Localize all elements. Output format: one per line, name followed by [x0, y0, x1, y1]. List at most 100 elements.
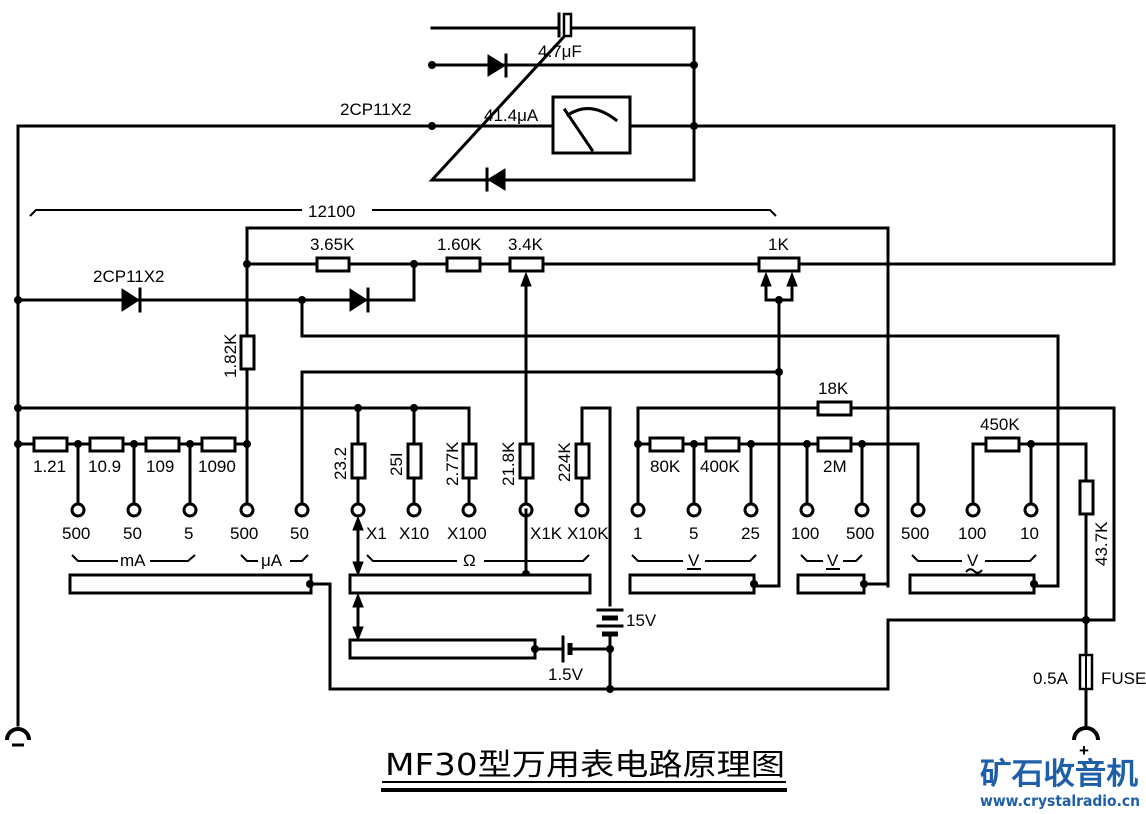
watermark: 矿石收音机 www.crystalradio.cn	[980, 757, 1140, 810]
junction-dot	[14, 404, 22, 412]
positive-probe-jack-icon[interactable]	[1072, 726, 1100, 741]
network-wire	[300, 370, 781, 505]
terminal-ua-500[interactable]	[239, 502, 255, 518]
resistor-400k	[704, 436, 741, 453]
terminal-dcv-5[interactable]	[686, 502, 702, 518]
switch-contact-acv[interactable]	[908, 573, 1036, 595]
negative-probe-jack-icon[interactable]	[5, 727, 31, 741]
terminal-label: 5	[689, 524, 698, 543]
terminal-acv-500[interactable]	[910, 502, 926, 518]
junction-dot	[775, 368, 783, 376]
unit-label-ohm: Ω	[463, 551, 476, 570]
switch-contact-dcv-high[interactable]	[796, 573, 866, 595]
resistor-80k	[648, 436, 685, 453]
junction-dot	[428, 61, 436, 69]
arrow-up-icon	[352, 515, 364, 531]
dcv-high: 2M 100 500 V	[791, 436, 920, 595]
terminal-acv-100[interactable]	[965, 502, 981, 518]
terminal-ma-50[interactable]	[126, 502, 142, 518]
diode-icon	[121, 288, 140, 312]
junction-dot	[14, 296, 22, 304]
diode-icon	[349, 288, 368, 312]
terminal-dcv-1[interactable]	[630, 502, 646, 518]
terminal-ohm-x100[interactable]	[461, 502, 477, 518]
resistor-450k-label: 450K	[980, 415, 1020, 434]
range-bracket	[71, 554, 196, 562]
return-wire	[308, 406, 1116, 691]
terminal-label: 5	[184, 524, 193, 543]
terminal-label: X100	[447, 524, 487, 543]
unit-label-ma: mA	[120, 551, 146, 570]
ac-symbol-icon	[965, 568, 983, 574]
meter-frame	[428, 26, 696, 182]
terminal-ohm-x1[interactable]	[350, 502, 366, 518]
meter-scale-arc	[565, 107, 619, 123]
potentiometer-1k[interactable]	[757, 256, 801, 273]
meter-block: 4.7μF 41.4μA 2CP11X2	[16, 12, 1116, 192]
wiper-arrow-icon	[520, 271, 532, 287]
dcv-wire	[886, 442, 920, 505]
terminal-label: 1	[633, 524, 642, 543]
range-bracket	[631, 554, 757, 562]
bracket-line	[29, 209, 777, 217]
junction-dot	[634, 440, 642, 448]
switch-contact-dcv-low[interactable]	[628, 573, 756, 595]
switch-contact-current[interactable]	[68, 573, 313, 595]
terminal-label: 100	[791, 524, 819, 543]
acv-wire	[971, 442, 988, 505]
shunt-resistor	[144, 436, 181, 453]
resistor-1-82k	[239, 334, 256, 371]
dcv-low: 18K 80K 400K 1 5 25 V	[628, 379, 890, 595]
resistor-2m-label: 2M	[823, 457, 847, 476]
meter-movement-label: 41.4μA	[484, 106, 539, 125]
watermark-url[interactable]: www.crystalradio.cn	[980, 792, 1140, 810]
terminal-dcv-500[interactable]	[854, 502, 870, 518]
terminal-dcv-100[interactable]	[799, 502, 815, 518]
terminal-acv-10[interactable]	[1023, 502, 1039, 518]
switch-contact-ohm[interactable]	[348, 573, 592, 595]
battery-high-label: 15V	[626, 611, 657, 630]
terminal-dcv-25[interactable]	[743, 502, 759, 518]
unit-label-dcv-high: V	[827, 551, 839, 570]
resistor-18k	[816, 400, 853, 417]
ohm-resistor-label: 23.2	[331, 447, 350, 480]
terminal-ma-500[interactable]	[70, 502, 86, 518]
terminal-label: 25	[741, 524, 760, 543]
unit-label-acv: V	[967, 551, 979, 570]
ohm-resistor	[350, 442, 367, 480]
shunt-resistor	[200, 436, 237, 453]
ohm-resistor-label: 21.8K	[499, 441, 518, 486]
terminal-label: 10	[1020, 524, 1039, 543]
total-resistance-bracket: 12100	[29, 202, 777, 221]
ohm-resistor	[574, 442, 591, 480]
battery-low-label: 1.5V	[548, 665, 584, 684]
dcv-wire	[636, 406, 820, 505]
terminal-ua-50[interactable]	[294, 502, 310, 518]
potentiometer-3-4k[interactable]	[508, 256, 545, 273]
switch-contact-battery[interactable]	[348, 638, 537, 660]
meter-diodes-label: 2CP11X2	[340, 100, 412, 119]
shunt-label: 10.9	[88, 457, 121, 476]
unit-label-ua: μA	[261, 551, 283, 570]
ohm-range: 23.2 25I 2.77K 21.8K 224K X1 X10 X100 X1…	[331, 406, 657, 693]
terminal-ohm-x10[interactable]	[406, 502, 422, 518]
ohm-resistor-label: 25I	[387, 452, 406, 476]
junction-dot	[690, 122, 698, 130]
network-wire	[300, 298, 1060, 588]
resistor-3-65k-label: 3.65K	[310, 235, 355, 254]
terminal-label: 100	[958, 524, 986, 543]
wiper-arrow-icon	[760, 271, 772, 287]
resistor-18k-label: 18K	[818, 379, 849, 398]
terminal-label: 500	[846, 524, 874, 543]
resistor-400k-label: 400K	[700, 457, 740, 476]
resistor-1-82k-label: 1.82K	[221, 333, 240, 378]
potentiometer-1k-label: 1K	[768, 235, 789, 254]
range-bracket	[366, 554, 590, 562]
resistor-1-60k-label: 1.60K	[437, 235, 482, 254]
shunt-resistor	[88, 436, 125, 453]
terminal-ohm-x10k[interactable]	[574, 502, 590, 518]
terminal-ma-5[interactable]	[182, 502, 198, 518]
ohm-resistor-label: 224K	[555, 442, 574, 482]
resistor-80k-label: 80K	[650, 457, 681, 476]
meter-needle	[562, 107, 595, 153]
